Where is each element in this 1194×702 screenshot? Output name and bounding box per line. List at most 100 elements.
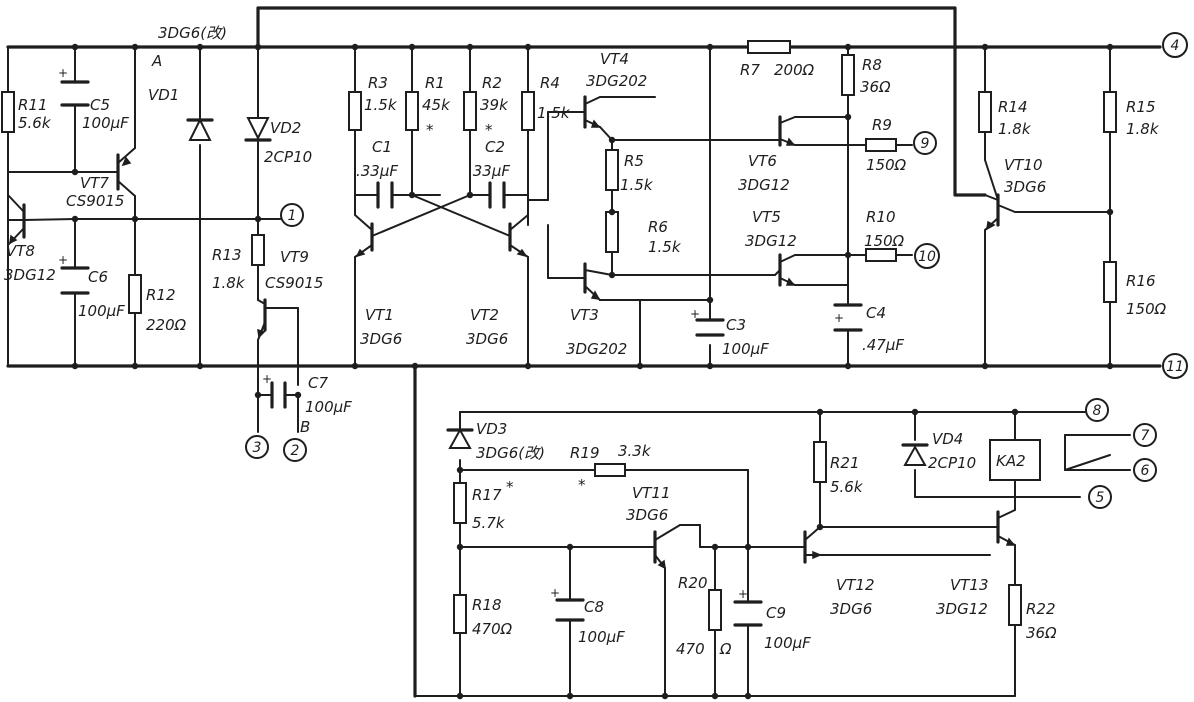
vt10-label: VT10 — [1004, 156, 1043, 174]
vd2-diode — [244, 117, 272, 142]
r10-resistor — [865, 248, 897, 262]
point-a: A — [151, 52, 162, 70]
r13-value: 1.8k — [212, 274, 246, 292]
c5-capacitor: + — [58, 66, 90, 107]
c5-value: 100μF — [82, 114, 129, 132]
c3-value: 100μF — [722, 340, 769, 358]
terminal-1: 1 — [279, 203, 304, 227]
r12-label: R12 — [146, 286, 176, 304]
r19-star: * — [578, 476, 586, 494]
r11-label: R11 — [18, 96, 48, 114]
r1-value: 45k — [422, 96, 451, 114]
r12-resistor — [128, 274, 142, 314]
svg-text:10: 10 — [918, 249, 936, 265]
svg-text:+: + — [58, 253, 68, 267]
r19-label: R19 — [570, 444, 600, 462]
r18-label: R18 — [472, 596, 502, 614]
r8-resistor — [841, 54, 855, 96]
relay-coil — [989, 439, 1041, 481]
junctions — [71, 43, 1114, 700]
r19-value: 3.3k — [618, 442, 652, 460]
vd3-diode — [446, 427, 474, 449]
vt8-label: VT8 — [6, 242, 35, 260]
diodes — [186, 117, 929, 466]
transistors — [7, 95, 1016, 570]
vt9-transistor — [257, 298, 299, 341]
r17-star: * — [506, 478, 514, 496]
c2-value: .33μF — [468, 162, 510, 180]
r3-resistor — [348, 91, 362, 131]
c7-capacitor: + — [262, 372, 287, 409]
vt2-transistor — [508, 214, 529, 258]
relay-ka2 — [989, 434, 1111, 481]
vt4-label: VT4 — [600, 50, 629, 68]
r13-resistor — [251, 234, 265, 266]
c8-label: C8 — [584, 598, 604, 616]
c6-value: 100μF — [78, 302, 125, 320]
vd1-label: VD1 — [148, 86, 179, 104]
svg-text:+: + — [550, 586, 560, 600]
r7-value: 200Ω — [774, 61, 815, 79]
r12-value: 220Ω — [146, 316, 187, 334]
terminal-4: 4 — [1162, 32, 1188, 58]
vt6-label: VT6 — [748, 152, 777, 170]
r17-label: R17 — [472, 486, 502, 504]
vt1-transistor — [354, 214, 374, 258]
r20-unit: Ω — [719, 640, 732, 658]
svg-text:+: + — [690, 307, 700, 321]
vd4-value: 2CP10 — [928, 454, 976, 472]
c4-value: .47μF — [862, 336, 904, 354]
r4-resistor — [521, 91, 535, 131]
r20-value: 470 — [676, 640, 705, 658]
r2-value: 39k — [480, 96, 509, 114]
vt5-value: 3DG12 — [745, 232, 797, 250]
vt8-transistor — [7, 194, 26, 246]
r9-value: 150Ω — [866, 156, 907, 174]
vd3-value: 3DG6(改) — [476, 444, 545, 462]
vt6-transistor — [778, 115, 796, 147]
r16-value: 150Ω — [1126, 300, 1167, 318]
svg-text:3: 3 — [253, 440, 262, 456]
vd1-value: 3DG6(改) — [158, 24, 227, 42]
vt9-label: VT9 — [280, 248, 309, 266]
vt6-value: 3DG12 — [738, 176, 790, 194]
r21-resistor — [813, 441, 827, 483]
terminal-8: 8 — [1085, 398, 1109, 422]
vt4-value: 3DG202 — [586, 72, 647, 90]
svg-text:+: + — [738, 587, 748, 601]
terminals: 1 2 3 4 5 6 7 8 — [245, 32, 1188, 509]
r22-value: 36Ω — [1026, 624, 1057, 642]
c5-label: C5 — [90, 96, 110, 114]
vt4-transistor — [583, 95, 601, 129]
svg-text:8: 8 — [1093, 403, 1102, 419]
svg-text:6: 6 — [1141, 463, 1150, 479]
c1-label: C1 — [372, 138, 392, 156]
r11-value: 5.6k — [18, 114, 52, 132]
c8-value: 100μF — [578, 628, 625, 646]
c6-capacitor: + — [58, 253, 90, 295]
svg-text:4: 4 — [1171, 38, 1180, 54]
vt1-label: VT1 — [365, 306, 394, 324]
vt11-label: VT11 — [632, 484, 671, 502]
terminal-3: 3 — [245, 435, 269, 459]
vt12-label: VT12 — [836, 576, 875, 594]
r14-resistor — [978, 91, 992, 133]
c2-capacitor — [488, 181, 506, 209]
r18-value: 470Ω — [472, 620, 513, 638]
vt5-transistor — [774, 253, 796, 287]
vt2-label: VT2 — [470, 306, 499, 324]
r1-star: * — [426, 121, 434, 139]
r15-resistor — [1103, 91, 1117, 133]
r14-value: 1.8k — [998, 120, 1032, 138]
vt2-value: 3DG6 — [466, 330, 508, 348]
r21-label: R21 — [830, 454, 860, 472]
svg-text:7: 7 — [1141, 428, 1150, 444]
r14-label: R14 — [998, 98, 1028, 116]
r7-resistor — [747, 40, 791, 54]
vt8-value: 3DG12 — [4, 266, 56, 284]
vt7-label: VT7 — [80, 174, 109, 192]
vt7-transistor — [105, 147, 136, 197]
c6-label: C6 — [88, 268, 108, 286]
